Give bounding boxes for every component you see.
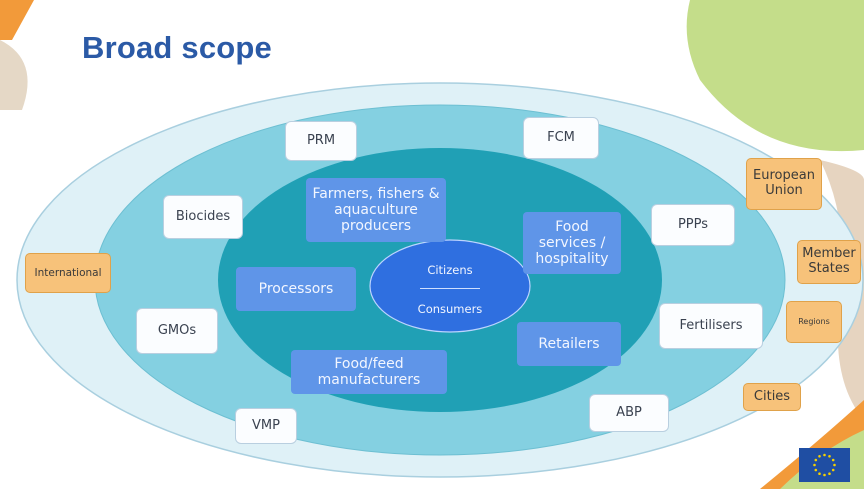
citizens-label: Citizens: [427, 263, 473, 277]
area-biocides: Biocides: [163, 195, 243, 239]
area-ppps: PPPs: [651, 204, 735, 246]
consumers-label: Consumers: [417, 302, 483, 316]
area-prm: PRM: [285, 121, 357, 161]
area-fertilisers: Fertilisers: [659, 303, 763, 349]
area-abp: ABP: [589, 394, 669, 432]
actor-food-services: Food services / hospitality: [523, 212, 621, 274]
top-right-green-shape: [686, 0, 864, 152]
level-international: International: [25, 253, 111, 293]
area-fcm: FCM: [523, 117, 599, 159]
actor-processors: Processors: [236, 267, 356, 311]
top-left-orange-accent: [0, 0, 34, 40]
actor-retailers: Retailers: [517, 322, 621, 366]
actor-manufacturers: Food/feed manufacturers: [291, 350, 447, 394]
level-regions: Regions: [786, 301, 842, 343]
left-beige-shape: [0, 40, 28, 110]
area-gmos: GMOs: [136, 308, 218, 354]
actor-farmers: Farmers, fishers & aquaculture producers: [306, 178, 446, 242]
area-vmp: VMP: [235, 408, 297, 444]
center-divider: [420, 288, 480, 289]
level-cities: Cities: [743, 383, 801, 411]
center-ellipse: [369, 239, 531, 333]
page-title: Broad scope: [82, 30, 272, 65]
level-european-union: European Union: [746, 158, 822, 210]
level-member-states: Member States: [797, 240, 861, 284]
eu-flag-icon: [799, 448, 850, 482]
